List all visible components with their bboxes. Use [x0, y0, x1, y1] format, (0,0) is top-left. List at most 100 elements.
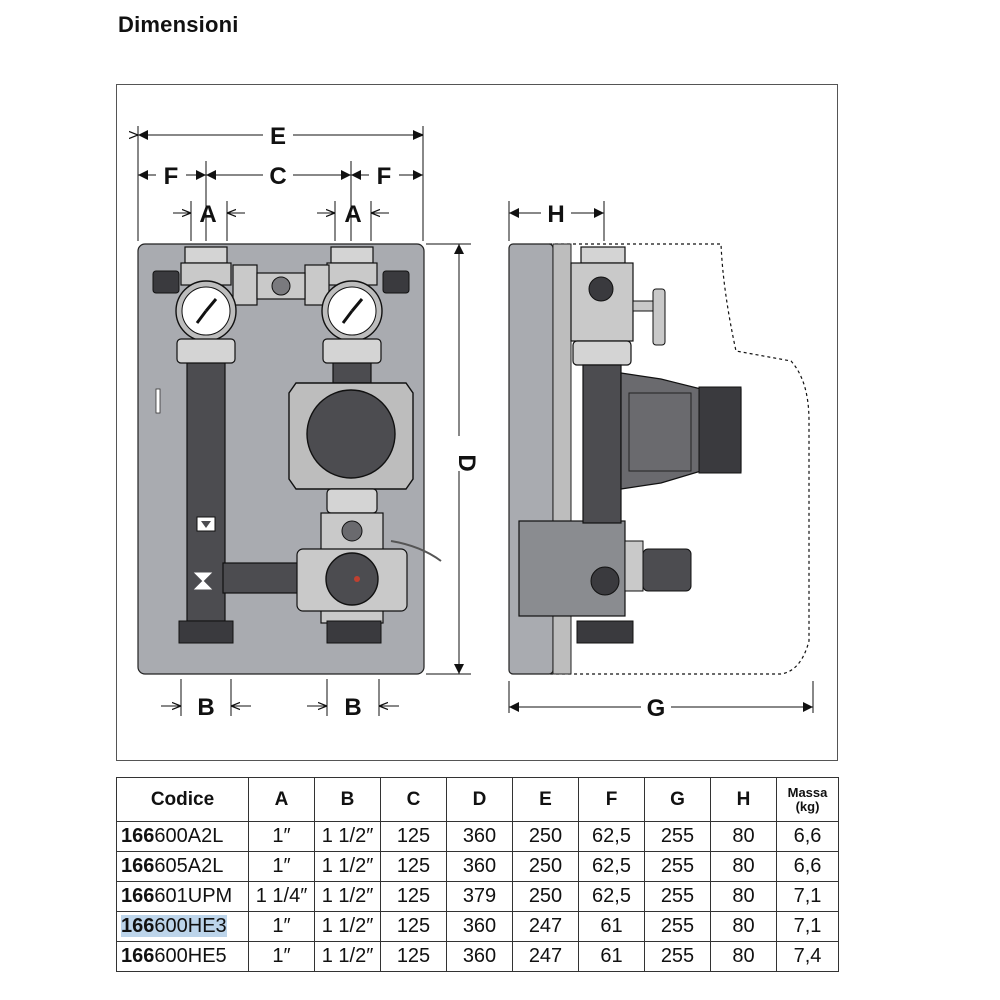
- bypass-left: [232, 264, 258, 306]
- side-union: [572, 340, 632, 366]
- cell-mass: 6,6: [776, 851, 839, 882]
- header-f: F: [578, 777, 645, 822]
- header-a: A: [248, 777, 315, 822]
- sensor-port: [341, 520, 363, 542]
- code-prefix: 166: [121, 825, 155, 847]
- front-view: [137, 243, 442, 675]
- cell-a: 1″: [248, 941, 315, 972]
- cell-e: 250: [512, 821, 579, 852]
- cell-b: 1 1/2″: [314, 851, 381, 882]
- table-row-highlighted: 166600HE3 1″ 1 1/2″ 125 360 247 61 255 8…: [116, 911, 839, 942]
- cell-g: 255: [644, 881, 711, 912]
- right-bottom-thread: [326, 620, 382, 644]
- code-suffix: 600HE3: [154, 915, 227, 937]
- cell-code: 166601UPM: [116, 881, 249, 912]
- side-pump-icon: [620, 372, 742, 490]
- side-lower-valve: [624, 540, 644, 592]
- cell-f: 62,5: [578, 881, 645, 912]
- header-mass: Massa (kg): [776, 777, 839, 822]
- header-codice: Codice: [116, 777, 249, 822]
- cell-h: 80: [710, 851, 777, 882]
- cell-a: 1 1/4″: [248, 881, 315, 912]
- cell-mass: 7,1: [776, 911, 839, 942]
- cell-c: 125: [380, 851, 447, 882]
- check-valve-icon: [193, 572, 213, 590]
- table-header-row: Codice A B C D E F G H Massa (kg): [116, 777, 839, 822]
- cell-d: 360: [446, 941, 513, 972]
- code-suffix: 600HE5: [154, 945, 227, 967]
- side-view: [508, 243, 810, 675]
- left-bottom-thread: [178, 620, 234, 644]
- dimension-label-f-left: F: [164, 163, 179, 190]
- dimension-label-b-right: B: [344, 694, 361, 721]
- side-stem: [632, 300, 656, 312]
- right-union: [322, 338, 382, 364]
- cell-h: 80: [710, 881, 777, 912]
- cell-c: 125: [380, 941, 447, 972]
- dimension-arrowheads: [138, 130, 813, 712]
- dimension-label-f-right: F: [377, 163, 392, 190]
- cell-a: 1″: [248, 851, 315, 882]
- cell-b: 1 1/2″: [314, 911, 381, 942]
- cell-d: 360: [446, 851, 513, 882]
- cell-mass: 6,6: [776, 821, 839, 852]
- side-lower-knob: [590, 566, 620, 596]
- header-b: B: [314, 777, 381, 822]
- cell-c: 125: [380, 821, 447, 852]
- cell-e: 247: [512, 941, 579, 972]
- outline-cover: [549, 243, 810, 675]
- cell-e: 250: [512, 851, 579, 882]
- cell-code: 166605A2L: [116, 851, 249, 882]
- bypass-cap: [271, 276, 291, 296]
- side-handwheel: [652, 288, 666, 346]
- cell-b: 1 1/2″: [314, 881, 381, 912]
- header-c: C: [380, 777, 447, 822]
- table-row: 166605A2L 1″ 1 1/2″ 125 360 250 62,5 255…: [116, 851, 839, 882]
- cell-d: 360: [446, 911, 513, 942]
- circulator-pump-icon: [288, 382, 414, 490]
- side-top-nut: [580, 246, 626, 264]
- left-thermometer-icon: [175, 280, 237, 342]
- side-actuator: [642, 548, 692, 592]
- code-suffix: 601UPM: [154, 885, 233, 907]
- dimension-label-g: G: [647, 695, 666, 722]
- connection-pipe: [222, 562, 304, 594]
- cell-a: 1″: [248, 821, 315, 852]
- dimension-label-e: E: [270, 123, 286, 150]
- cell-e: 247: [512, 911, 579, 942]
- cell-g: 255: [644, 851, 711, 882]
- code-suffix: 605A2L: [154, 855, 224, 877]
- cell-h: 80: [710, 821, 777, 852]
- right-top-nut: [330, 246, 374, 264]
- cell-f: 62,5: [578, 821, 645, 852]
- dimension-label-d: D: [453, 454, 480, 471]
- cell-f: 61: [578, 941, 645, 972]
- dimension-lines: [138, 126, 814, 716]
- page-title: Dimensioni: [118, 12, 239, 37]
- flow-pipe: [186, 360, 226, 622]
- table-row: 166600HE5 1″ 1 1/2″ 125 360 247 61 255 8…: [116, 941, 839, 972]
- left-union: [176, 338, 236, 364]
- code-prefix: 166: [121, 915, 155, 937]
- right-thermometer-icon: [321, 280, 383, 342]
- cell-mass: 7,1: [776, 881, 839, 912]
- cell-h: 80: [710, 941, 777, 972]
- right-handle: [382, 270, 410, 294]
- cell-code: 166600A2L: [116, 821, 249, 852]
- header-e: E: [512, 777, 579, 822]
- dimension-label-a-right: A: [344, 201, 361, 228]
- cell-h: 80: [710, 911, 777, 942]
- return-pipe: [332, 360, 372, 384]
- side-bottom-thread: [576, 620, 634, 644]
- cell-a: 1″: [248, 911, 315, 942]
- dimension-label-h: H: [547, 201, 564, 228]
- dimension-drawing: E F C F A A D B B H G: [116, 84, 838, 761]
- table-row: 166601UPM 1 1/4″ 1 1/2″ 125 379 250 62,5…: [116, 881, 839, 912]
- header-d: D: [446, 777, 513, 822]
- cell-c: 125: [380, 881, 447, 912]
- dimensions-table: Codice A B C D E F G H Massa (kg) 166600…: [116, 777, 839, 972]
- code-suffix: 600A2L: [154, 825, 224, 847]
- cell-b: 1 1/2″: [314, 821, 381, 852]
- header-h: H: [710, 777, 777, 822]
- left-top-nut: [184, 246, 228, 264]
